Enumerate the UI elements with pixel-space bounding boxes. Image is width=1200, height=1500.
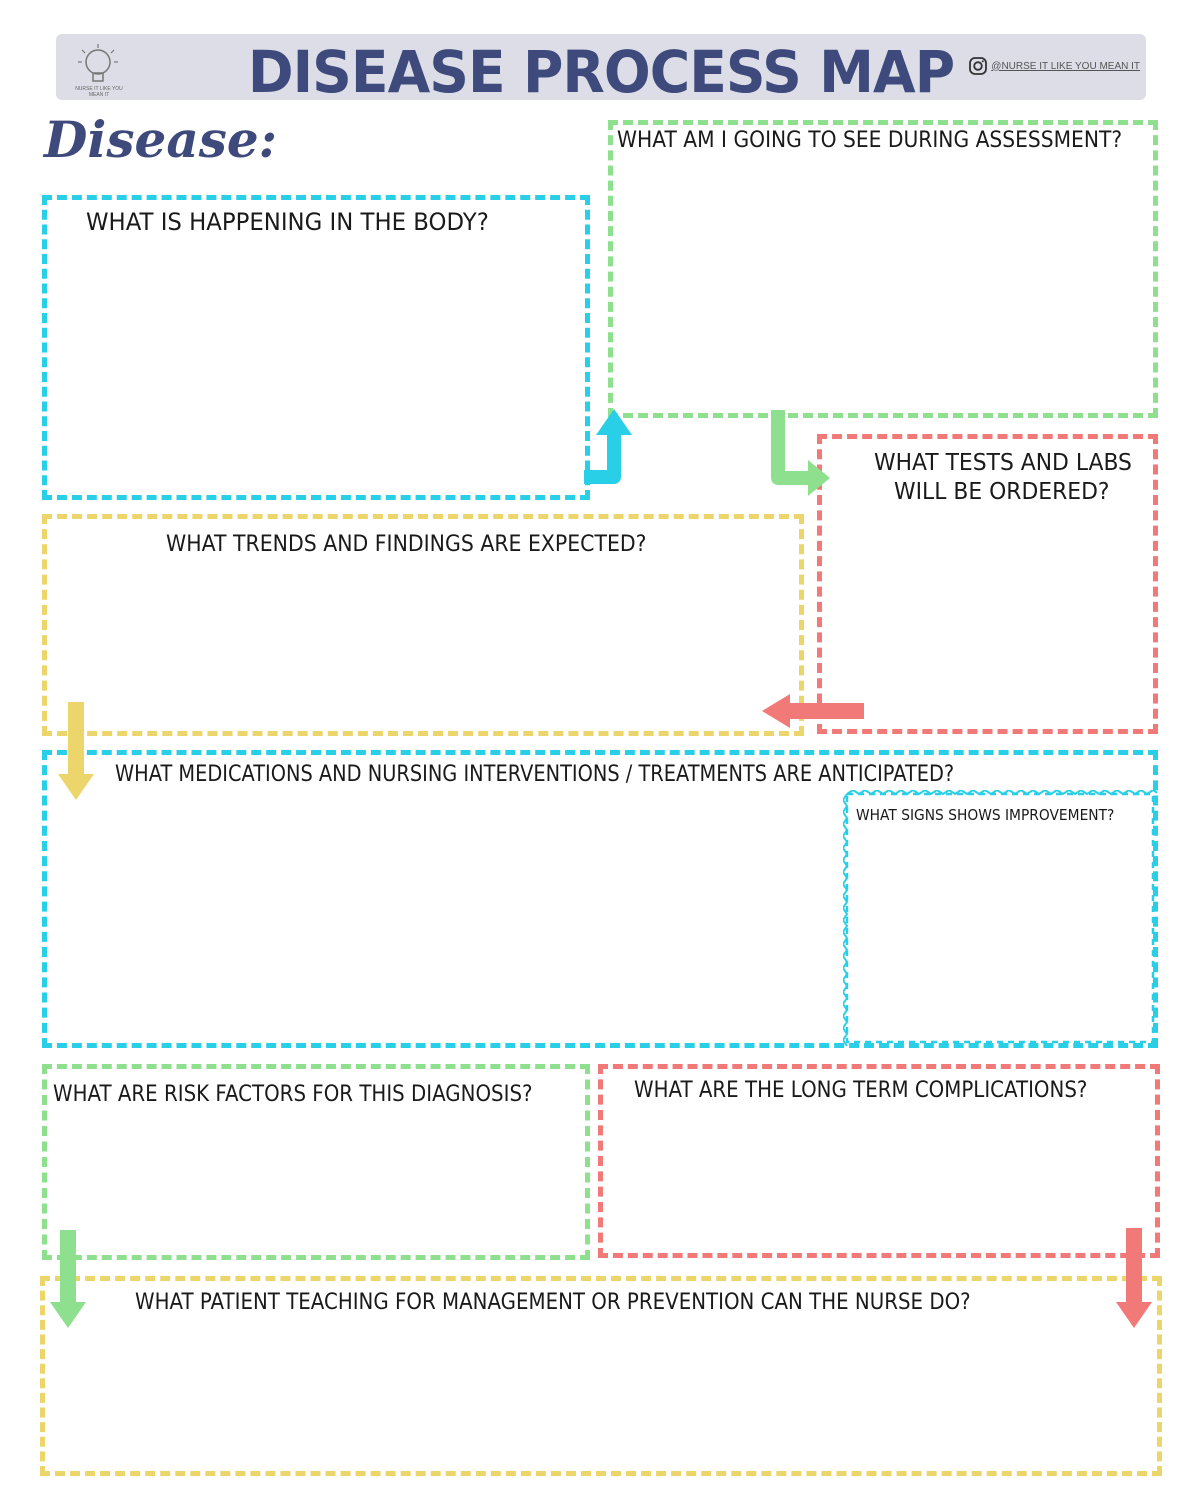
social-handle-text: @NURSE IT LIKE YOU MEAN IT: [991, 60, 1140, 72]
box-tests: [817, 434, 1158, 734]
arrow-down-red-icon: [1116, 1228, 1152, 1328]
box-body: [42, 195, 590, 500]
arrow-up-blue-icon: [584, 409, 632, 484]
question-assessment: WHAT AM I GOING TO SEE DURING ASSESSMENT…: [617, 128, 1123, 153]
question-tests-line2: WILL BE ORDERED?: [894, 479, 1110, 505]
box-teaching: [40, 1276, 1162, 1476]
box-improvement: [843, 790, 1157, 1046]
question-body: WHAT IS HAPPENING IN THE BODY?: [86, 208, 489, 236]
question-trends: WHAT TRENDS AND FINDINGS ARE EXPECTED?: [166, 532, 647, 557]
question-risk: WHAT ARE RISK FACTORS FOR THIS DIAGNOSIS…: [53, 1082, 533, 1107]
arrow-down-green-icon: [50, 1230, 86, 1328]
question-teaching: WHAT PATIENT TEACHING FOR MANAGEMENT OR …: [135, 1290, 971, 1315]
instagram-icon: [969, 57, 988, 75]
logo-text: NURSE IT LIKE YOU MEAN IT: [75, 86, 123, 98]
arrow-right-green-icon: [771, 410, 830, 496]
question-improvement: WHAT SIGNS SHOWS IMPROVEMENT?: [856, 806, 1115, 824]
box-medications: [42, 750, 1158, 1048]
arrow-down-yellow-icon: [58, 702, 94, 800]
page-title: DISEASE PROCESS MAP: [247, 38, 955, 106]
question-medications: WHAT MEDICATIONS AND NURSING INTERVENTIO…: [115, 762, 955, 787]
question-tests-line1: WHAT TESTS AND LABS: [874, 450, 1132, 476]
disease-label: Disease:: [44, 110, 278, 169]
social-handle: @NURSE IT LIKE YOU MEAN IT: [968, 56, 1140, 76]
zigzag-top-edge: [846, 790, 1157, 796]
box-complications: [598, 1064, 1160, 1258]
lightbulb-icon: NURSE IT LIKE YOU MEAN IT: [70, 40, 126, 98]
question-complications: WHAT ARE THE LONG TERM COMPLICATIONS?: [634, 1078, 1088, 1103]
box-trends: [42, 514, 804, 736]
header-bar: NURSE IT LIKE YOU MEAN IT DISEASE PROCES…: [56, 34, 1146, 106]
box-assessment: [608, 120, 1158, 418]
box-risk: [42, 1064, 590, 1260]
arrow-left-red-icon: [762, 694, 864, 728]
